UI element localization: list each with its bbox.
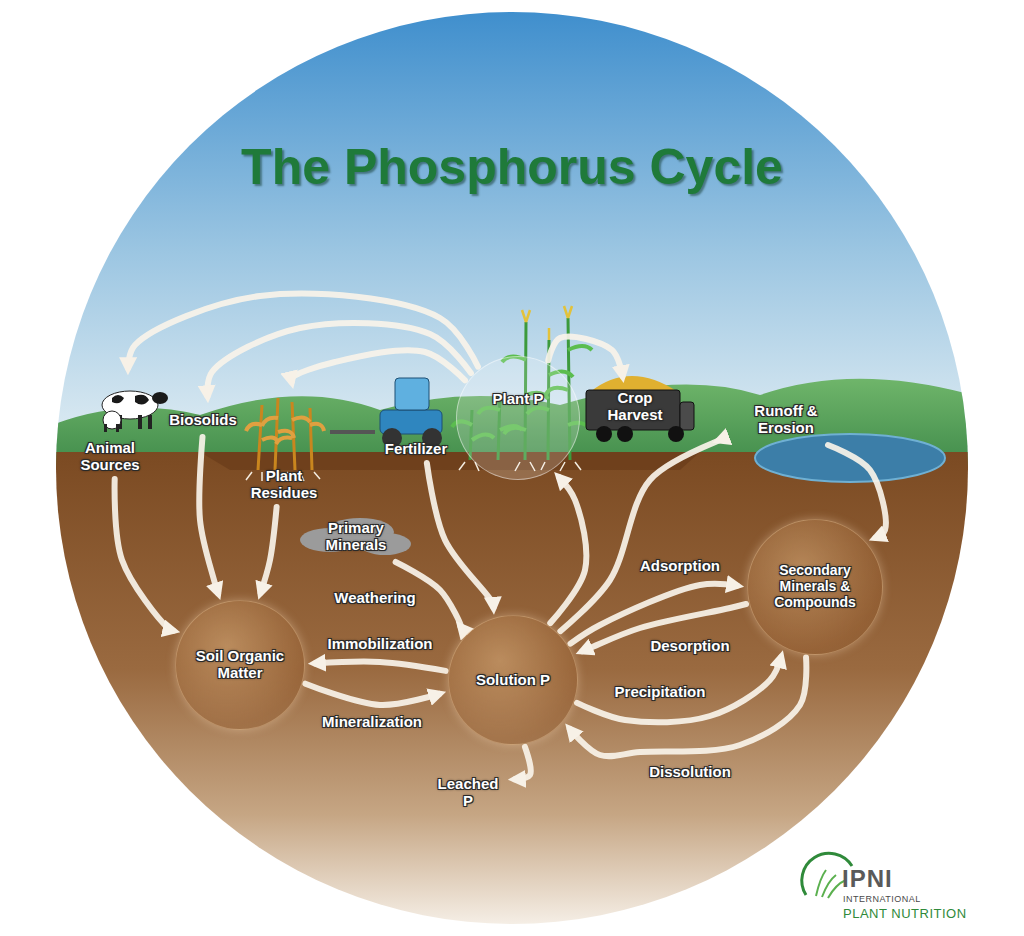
node-text: Primary Minerals [301,520,411,554]
flow-arrow [207,323,471,396]
node-text: Animal Sources [59,440,161,474]
plant-pool-circle: Plant P [456,356,580,480]
node-text: Biosolids [169,412,237,429]
soil [0,452,1024,936]
flow-arrow [548,337,622,376]
flow-arrow [515,747,531,779]
primary-minerals-rock [300,518,411,555]
flow-arrow [291,350,465,382]
flow-arrow [577,657,781,722]
flow-arrow [261,507,277,593]
source-label-box: Crop Harvest [589,386,681,428]
source-label-box: Biosolids [160,406,246,434]
node-text: Solution P [476,672,550,689]
pool-circle: Secondary Minerals & Compounds [747,519,883,655]
flow-arrow [315,662,446,671]
process-label: Precipitation [615,684,706,701]
node-text: Crop Harvest [591,390,679,424]
tractor [330,378,442,448]
source-label-box: Primary Minerals [299,515,413,559]
node-text: Secondary Minerals & Compounds [756,563,874,610]
node-text: Fertilizer [385,441,448,458]
source-label-box: Runoff & Erosion [729,398,843,442]
node-text: Plant P [493,391,544,408]
process-label: Desorption [650,638,729,655]
flow-arrow [199,437,218,593]
flow-arrow [305,684,439,705]
flow-arrow [115,479,174,631]
source-label-box: Leached P [431,772,505,814]
pool-circle: Solution P [448,615,578,745]
logo-text: INTERNATIONAL [843,895,921,905]
process-label: Immobilization [328,636,433,653]
source-label-box: Animal Sources [57,378,163,476]
node-text: Leached P [433,776,503,810]
process-label: Dissolution [649,764,731,781]
diagram-title: The Phosphorus Cycle [0,140,1024,195]
arrow-group [115,294,886,780]
flow-arrow [550,477,586,623]
process-label: Mineralization [322,714,422,731]
process-label: Weathering [334,590,415,607]
harvest-truck [586,376,694,442]
pool-circle: Soil Organic Matter [175,600,305,730]
logo-text: IPNI [842,866,893,892]
source-label-box: Fertilizer [364,374,468,460]
cow [102,391,168,432]
node-text: Plant Residues [237,468,331,502]
logo-text: PLANT NUTRITION [843,907,967,921]
node-text: Runoff & Erosion [731,403,841,437]
flow-arrow [560,440,720,631]
source-label-box: Plant Residues [235,392,333,504]
node-text: Soil Organic Matter [190,648,290,682]
process-label: Adsorption [640,558,720,575]
flow-arrow [570,657,807,756]
